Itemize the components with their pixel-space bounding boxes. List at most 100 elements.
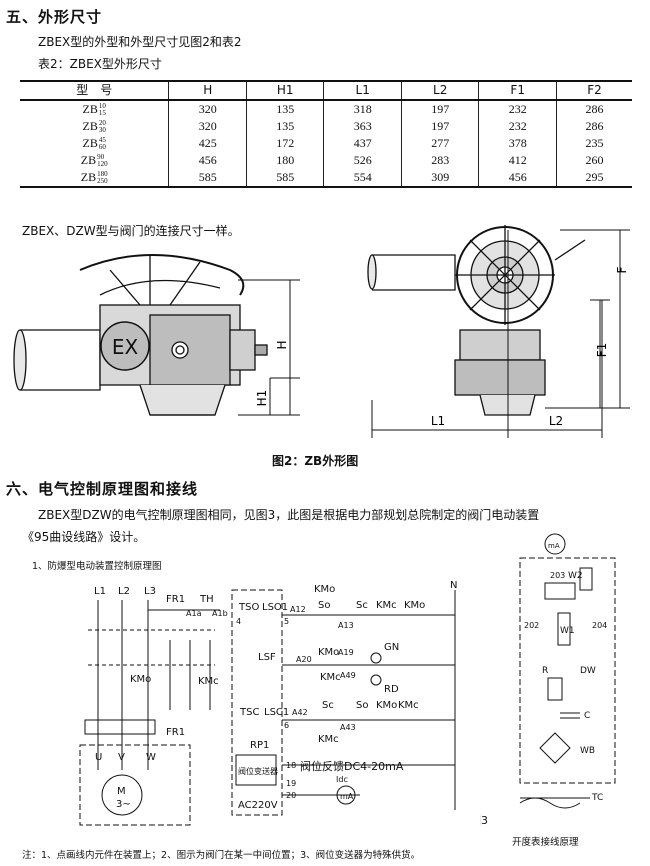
model-range-lower: 250 bbox=[97, 177, 108, 186]
gauge-label-203: 203 bbox=[550, 571, 565, 580]
label-A1b: A1b bbox=[212, 609, 228, 618]
dimension-cell: 286 bbox=[555, 118, 632, 135]
gauge-label-mA: mA bbox=[548, 542, 560, 550]
dimension-cell: 197 bbox=[400, 100, 480, 118]
gauge-label-TC: TC bbox=[591, 793, 603, 803]
label-LSF: LSF bbox=[258, 652, 276, 663]
dimension-cell: 260 bbox=[555, 152, 632, 169]
right-motor-body bbox=[372, 254, 456, 291]
label-U: U bbox=[95, 752, 102, 763]
ex-badge-text: EX bbox=[112, 335, 139, 359]
ex-badge-circle bbox=[100, 321, 150, 371]
handwheel bbox=[79, 254, 245, 296]
table-header-cell: H1 bbox=[245, 80, 325, 101]
dimension-cell: 320 bbox=[168, 100, 247, 118]
model-range-upper: 180 bbox=[97, 170, 108, 179]
model-range-lower: 120 bbox=[97, 160, 108, 169]
gauge-label-C: C bbox=[584, 711, 590, 721]
table-header-cell: F1 bbox=[478, 80, 557, 101]
model-name: ZB bbox=[82, 136, 98, 150]
label-TSC: TSC bbox=[239, 707, 259, 718]
label-node-4: 4 bbox=[236, 617, 241, 626]
table-header-cell: 型 号 bbox=[20, 80, 170, 101]
section6-para-line2: 《95曲设线路》设计。 bbox=[22, 530, 146, 544]
label-L3: L3 bbox=[144, 586, 156, 597]
label-A49: A49 bbox=[340, 671, 356, 680]
motor-end bbox=[13, 329, 27, 391]
label-Idc: Idc bbox=[336, 775, 348, 784]
section6-heading: 六、电气控制原理图和接线 bbox=[6, 480, 199, 498]
label-TSO: TSO bbox=[238, 602, 259, 613]
label-A1a: A1a bbox=[186, 609, 202, 618]
dimension-cell: 318 bbox=[323, 100, 402, 118]
label-A43: A43 bbox=[340, 723, 356, 732]
figure2-caption: 图2：ZB外形图 bbox=[272, 454, 359, 468]
table-header-cell: L1 bbox=[323, 80, 402, 101]
dimension-cell: 585 bbox=[245, 169, 325, 188]
label-A13: A13 bbox=[338, 621, 354, 630]
dim-L2-label: L2 bbox=[549, 414, 563, 428]
dimension-cell: 363 bbox=[323, 118, 402, 135]
label-FR1-bottom: FR1 bbox=[166, 727, 185, 738]
dimension-cell: 235 bbox=[555, 135, 632, 152]
table-header-cell: L2 bbox=[400, 80, 480, 101]
dimension-cell: 526 bbox=[323, 152, 402, 169]
dimension-cell: 309 bbox=[400, 169, 480, 188]
model-range-upper: 20 bbox=[98, 119, 106, 128]
label-RP1: RP1 bbox=[250, 740, 269, 751]
label-KMo-3: KMo bbox=[318, 647, 339, 658]
label-KMc-1: KMc bbox=[376, 600, 397, 611]
section6-para-line1: ZBEX型DZW的电气控制原理图相同，见图3，此图是根据电力部规划总院制定的阀门… bbox=[38, 508, 540, 522]
label-L2: L2 bbox=[118, 586, 130, 597]
label-LSO1: LSO1 bbox=[262, 602, 288, 613]
gauge-wiring-diagram: mA W2 203 W1 202 204 R DW C WB TC 图3 bbox=[480, 533, 616, 827]
dimension-cell: 412 bbox=[478, 152, 557, 169]
model-range-upper: 10 bbox=[98, 102, 106, 111]
dimension-cell: 585 bbox=[168, 169, 247, 188]
label-KMo-2: KMo bbox=[404, 600, 425, 611]
model-name: ZB bbox=[82, 102, 98, 116]
label-Sc-2: Sc bbox=[322, 700, 334, 711]
label-Sc-1: Sc bbox=[356, 600, 368, 611]
label-position-transmitter: 阀位变送器 bbox=[238, 766, 278, 776]
table2-caption: 表2：ZBEX型外形尺寸 bbox=[38, 57, 162, 71]
table-header-cell: H bbox=[168, 80, 247, 101]
model-name: ZB bbox=[80, 170, 97, 184]
label-feedback-signal: 阀位反馈DC4-20mA bbox=[300, 759, 404, 773]
gauge-label-W2: W2 bbox=[568, 571, 583, 581]
label-V: V bbox=[118, 752, 125, 763]
gauge-label-204: 204 bbox=[592, 621, 607, 630]
label-KMc-2: KMc bbox=[320, 672, 341, 683]
dimension-cell: 135 bbox=[245, 118, 325, 135]
section5-heading: 五、外形尺寸 bbox=[6, 8, 103, 26]
dimension-cell: 277 bbox=[400, 135, 480, 152]
label-node-19: 19 bbox=[286, 779, 296, 788]
gauge-label-W1: W1 bbox=[560, 626, 575, 636]
dim-L1-label: L1 bbox=[431, 414, 445, 428]
dimension-cell: 425 bbox=[168, 135, 247, 152]
label-AC220V: AC220V bbox=[238, 800, 278, 811]
label-So-1: So bbox=[318, 600, 330, 611]
dimension-cell: 232 bbox=[478, 100, 557, 118]
label-W: W bbox=[146, 752, 156, 763]
dim-F-label: F bbox=[615, 266, 629, 273]
dimension-cell: 437 bbox=[323, 135, 402, 152]
dimension-cell: 295 bbox=[555, 169, 632, 188]
label-N: N bbox=[450, 580, 457, 591]
model-range-lower: 30 bbox=[98, 126, 106, 135]
dimension-cell: 456 bbox=[168, 152, 247, 169]
dimension-cell: 286 bbox=[555, 100, 632, 118]
figure2-outline-drawing: EX H H1 F F1 L1 L2 bbox=[13, 225, 630, 438]
label-RD: RD bbox=[384, 684, 399, 695]
motor-body bbox=[20, 329, 101, 391]
dimension-cell: 378 bbox=[478, 135, 557, 152]
label-KMo-4: KMo bbox=[376, 700, 397, 711]
schematic-subtitle: 1、防爆型电动装置控制原理图 bbox=[32, 561, 162, 572]
label-KMo-1: KMo bbox=[314, 584, 335, 595]
